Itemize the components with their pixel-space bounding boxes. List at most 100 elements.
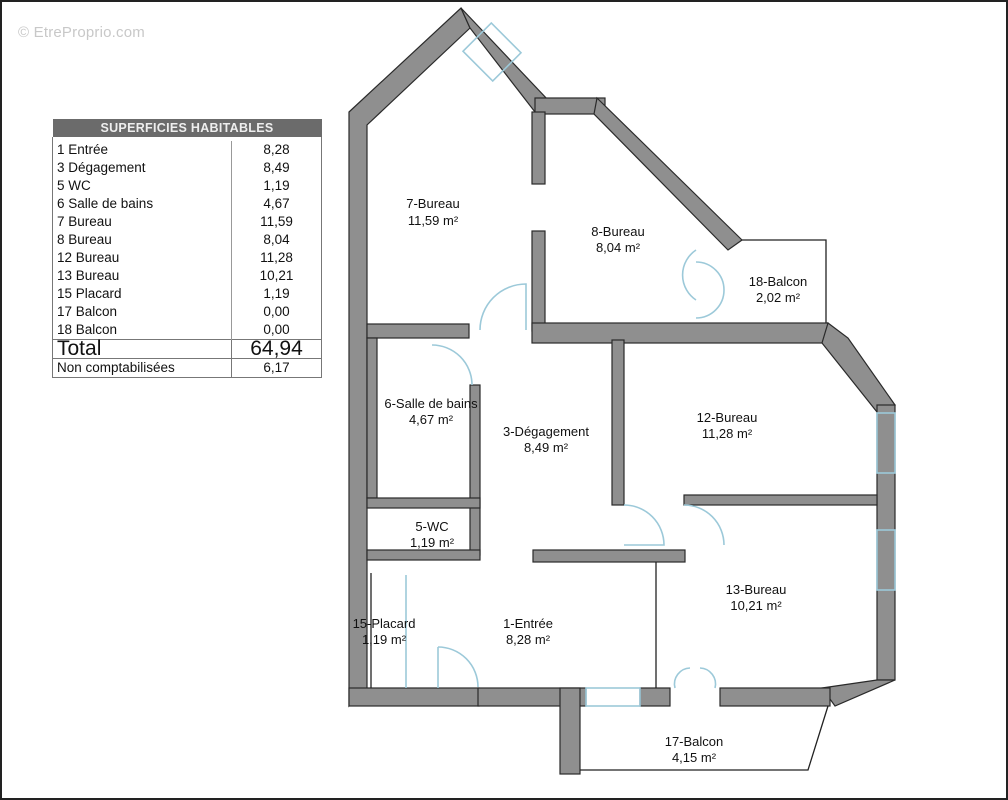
row-name: 13 Bureau	[52, 267, 232, 285]
room-17-name: 17-Balcon	[665, 734, 724, 749]
room-13-area: 10,21 m²	[730, 598, 782, 613]
door-13	[683, 504, 725, 546]
wall-top-diagonal	[460, 7, 549, 113]
row-name: 8 Bureau	[52, 231, 232, 249]
row-value: 11,28	[231, 249, 322, 267]
room-1-name: 1-Entrée	[503, 616, 553, 631]
door-17	[673, 667, 717, 689]
partitions	[370, 239, 829, 771]
row-value: 1,19	[231, 177, 322, 195]
balcony-18-outline	[742, 239, 827, 323]
wall-sdb-left	[366, 337, 378, 499]
row-value: 1,19	[231, 285, 322, 303]
row-name: 12 Bureau	[52, 249, 232, 267]
wall-outer-right	[876, 404, 896, 681]
row-name: 18 Balcon	[52, 321, 232, 340]
room-labels: 7-Bureau 11,59 m² 8-Bureau 8,04 m² 18-Ba…	[353, 196, 808, 765]
row-value: 4,67	[231, 195, 322, 213]
room-1-area: 8,28 m²	[506, 632, 551, 647]
room-13-name: 13-Bureau	[726, 582, 787, 597]
door-18	[681, 249, 725, 319]
row-value: 0,00	[231, 303, 322, 321]
wall-3-12	[611, 339, 625, 506]
room-15-area: 1,19 m²	[362, 632, 407, 647]
row-value: 8,28	[231, 141, 322, 159]
room-3-area: 8,49 m²	[524, 440, 569, 455]
balcony-17-outline	[580, 705, 829, 771]
door-7	[479, 283, 527, 331]
room-12-area: 11,28 m²	[702, 426, 753, 441]
non-counted-value: 6,17	[231, 358, 322, 378]
room-5-name: 5-WC	[415, 519, 448, 534]
wall-7-8-lower	[531, 230, 546, 332]
row-name: 15 Placard	[52, 285, 232, 303]
row-value: 8,49	[231, 159, 322, 177]
table-header: SUPERFICIES HABITABLES	[52, 119, 322, 137]
row-name: 7 Bureau	[52, 213, 232, 231]
wall-bottom-left	[348, 687, 480, 707]
door-12	[623, 504, 665, 546]
window-top	[461, 21, 523, 83]
row-name: 6 Salle de bains	[52, 195, 232, 213]
wall-wc-bottom	[366, 549, 481, 561]
non-counted-label: Non comptabilisées	[52, 358, 232, 378]
wall-right-upper-diag	[821, 322, 896, 413]
room-3-name: 3-Dégagement	[503, 424, 589, 439]
room-8-area: 8,04 m²	[596, 240, 641, 255]
room-6-area: 4,67 m²	[409, 412, 454, 427]
watermark: © EtreProprio.com	[18, 24, 145, 41]
row-name: 5 WC	[52, 177, 232, 195]
room-8-name: 8-Bureau	[591, 224, 644, 239]
row-value: 11,59	[231, 213, 322, 231]
window-entree	[585, 687, 641, 707]
row-value: 10,21	[231, 267, 322, 285]
total-label: Total	[52, 338, 232, 359]
doors	[405, 21, 896, 707]
wall-right-lower-diag	[820, 679, 896, 707]
total-value: 64,94	[231, 338, 322, 359]
room-15-name: 15-Placard	[353, 616, 416, 631]
wall-3-entree	[532, 549, 686, 563]
row-value: 8,04	[231, 231, 322, 249]
wall-balcony-left	[559, 687, 581, 775]
room-7-area: 11,59 m²	[408, 213, 459, 228]
row-name: 1 Entrée	[52, 141, 232, 159]
door-6	[431, 344, 473, 386]
wall-bottom-mid	[639, 687, 671, 707]
wall-12-13	[683, 494, 878, 506]
wall-under-7	[366, 323, 470, 339]
row-value: 0,00	[231, 321, 322, 340]
wall-7-8-upper	[531, 111, 546, 185]
wall-under-8	[531, 322, 829, 344]
row-name: 17 Balcon	[52, 303, 232, 321]
window-13	[876, 529, 896, 591]
room-18-area: 2,02 m²	[756, 290, 801, 305]
walls	[348, 6, 896, 775]
wall-bottom-right	[719, 687, 831, 707]
room-6-name: 6-Salle de bains	[384, 396, 478, 411]
room-18-name: 18-Balcon	[749, 274, 808, 289]
wall-right-diagonal	[593, 96, 743, 251]
room-12-name: 12-Bureau	[697, 410, 758, 425]
wall-sdb-bottom	[366, 497, 481, 509]
room-17-area: 4,15 m²	[672, 750, 717, 765]
room-7-name: 7-Bureau	[406, 196, 459, 211]
room-5-area: 1,19 m²	[410, 535, 455, 550]
window-12	[876, 412, 896, 474]
row-name: 3 Dégagement	[52, 159, 232, 177]
